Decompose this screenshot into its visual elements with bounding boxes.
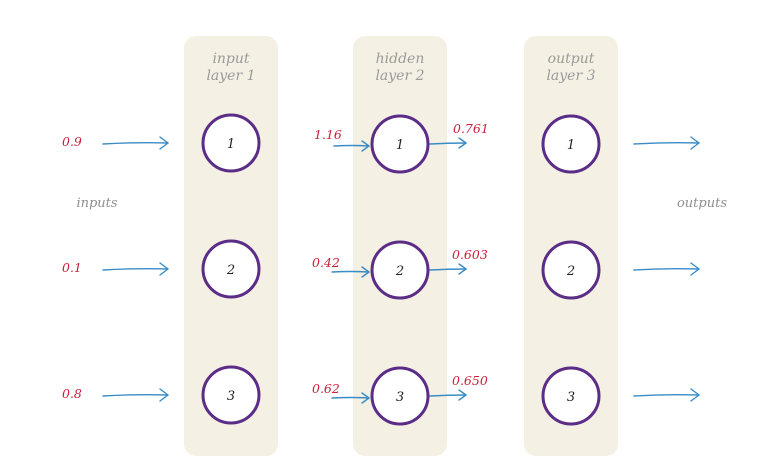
input-node-1 [201, 113, 261, 173]
arrow-hidden-in-3-head [361, 392, 370, 404]
input-node-1-label: 1 [227, 137, 235, 152]
arrow-hidden-out-1 [429, 142, 467, 145]
input-value-3: 0.8 [62, 386, 82, 401]
arrow-output-3-head [690, 388, 700, 402]
arrow-output-1-head [690, 136, 700, 150]
arrow-input-1-head [159, 136, 169, 150]
output-node-1-label: 1 [567, 138, 575, 153]
arrow-output-2 [633, 267, 700, 271]
inputs-label: inputs [76, 196, 117, 211]
layer-title-output-line1: output [548, 51, 595, 67]
hidden-output-value-3: 0.650 [452, 373, 488, 388]
output-node-2 [541, 240, 601, 300]
layer-title-input-line1: input [212, 51, 249, 67]
hidden-output-value-1: 0.761 [453, 121, 489, 136]
input-value-1: 0.9 [62, 134, 82, 149]
arrow-output-1 [633, 141, 700, 145]
arrow-hidden-out-3-head [458, 389, 467, 401]
arrow-output-3 [633, 393, 700, 397]
layer-title-hidden-line1: hidden [376, 51, 425, 67]
arrow-input-3-head [159, 388, 169, 402]
arrow-input-2-head [159, 262, 169, 276]
arrow-hidden-out-3 [429, 394, 467, 397]
arrow-hidden-out-2 [429, 268, 467, 271]
arrow-hidden-in-2-head [361, 266, 370, 278]
hidden-node-2-label: 2 [395, 264, 404, 279]
input-node-3-label: 3 [227, 389, 235, 404]
arrow-hidden-in-2 [331, 270, 370, 273]
arrow-hidden-in-3 [331, 396, 370, 399]
layer-title-input-line2: layer 1 [206, 68, 255, 84]
arrow-hidden-in-1-head [361, 140, 370, 152]
outputs-label: outputs [677, 196, 727, 211]
hidden-input-value-2: 0.42 [312, 255, 340, 270]
layer-title-hidden-line2: layer 2 [375, 68, 424, 84]
arrow-input-3 [102, 393, 169, 397]
arrow-hidden-out-2-head [458, 263, 467, 275]
arrow-input-2 [102, 267, 169, 271]
layer-title-output-line2: layer 3 [546, 68, 595, 84]
hidden-node-1 [370, 114, 430, 174]
hidden-output-value-2: 0.603 [452, 247, 488, 262]
hidden-node-2 [370, 240, 430, 300]
hidden-input-value-3: 0.62 [312, 381, 340, 396]
input-node-3 [201, 365, 261, 425]
output-node-3 [541, 366, 601, 426]
input-node-2-label: 2 [226, 263, 235, 278]
input-node-2 [201, 239, 261, 299]
output-node-1 [541, 114, 601, 174]
input-value-2: 0.1 [62, 260, 82, 275]
hidden-node-3-label: 3 [396, 390, 404, 405]
arrow-input-1 [102, 141, 169, 145]
output-node-2-label: 2 [566, 264, 575, 279]
hidden-node-3 [370, 366, 430, 426]
arrow-output-2-head [690, 262, 700, 276]
output-node-3-label: 3 [567, 390, 575, 405]
arrow-hidden-in-1 [333, 144, 370, 147]
hidden-node-1-label: 1 [396, 138, 404, 153]
hidden-input-value-1: 1.16 [314, 127, 342, 142]
arrow-hidden-out-1-head [458, 137, 467, 149]
